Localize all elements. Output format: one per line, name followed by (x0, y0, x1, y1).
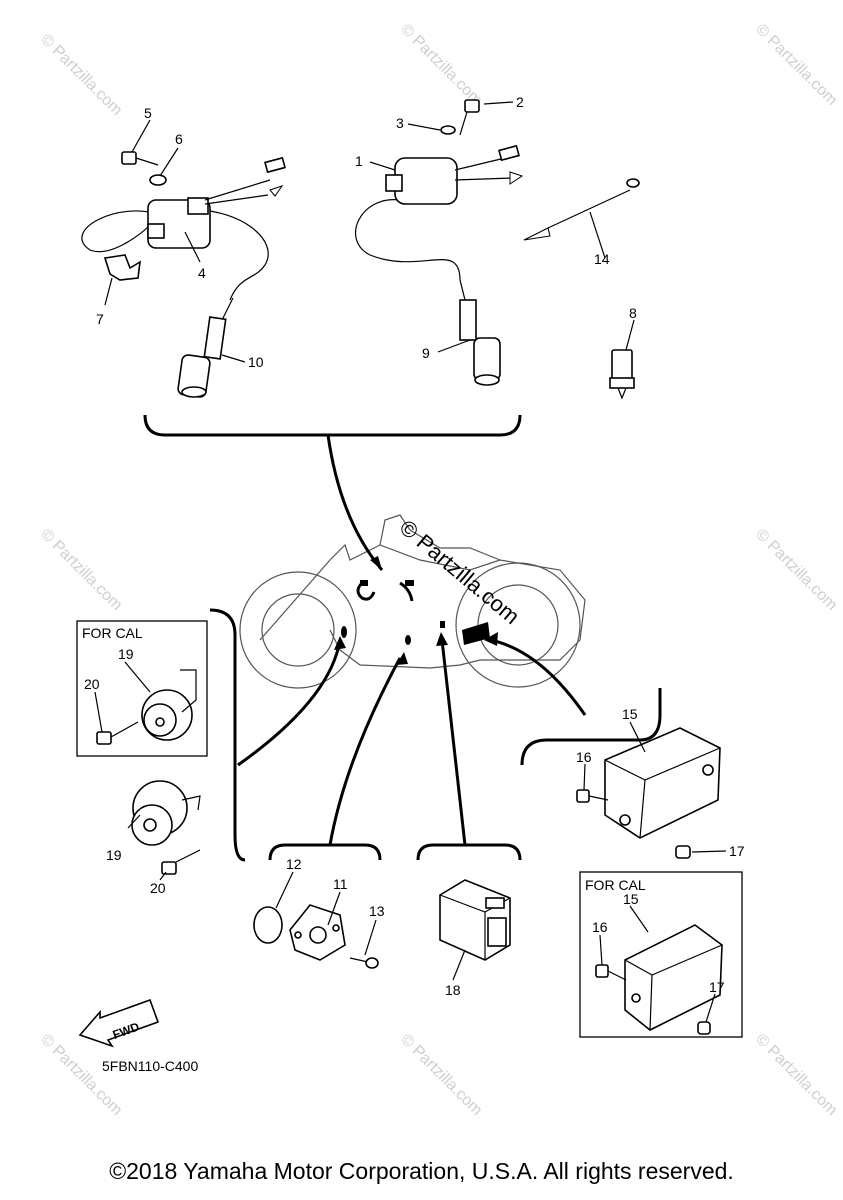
cover-leader (328, 657, 402, 846)
watermark: © Partzilla.com (397, 1031, 485, 1119)
watermark: © Partzilla.com (37, 526, 125, 614)
callout-9: 9 (422, 345, 430, 361)
part-ignition-coil-1 (354, 144, 524, 281)
callout-10: 10 (248, 354, 264, 370)
callout-3: 3 (396, 115, 404, 131)
callout-17: 17 (729, 843, 745, 859)
top-bracket (143, 414, 522, 437)
callout-5: 5 (144, 105, 152, 121)
callout-19: 19 (106, 847, 122, 863)
part-bolt-2 (459, 99, 480, 136)
part-o-ring-12 (253, 906, 283, 944)
callout-14: 14 (594, 251, 610, 267)
left-bracket (209, 608, 246, 862)
part-clip-7 (103, 254, 141, 281)
watermark: © Partzilla.com (37, 1031, 125, 1119)
part-rectifier-15-cal (624, 924, 723, 1031)
parts-diagram: © Partzilla.com © Partzilla.com © Partzi… (37, 21, 840, 1119)
part-bolt-20-cal (96, 721, 139, 745)
right-bracket (520, 688, 662, 766)
for-cal-label: FOR CAL (82, 625, 143, 641)
callout-16-cal: 16 (592, 919, 608, 935)
part-rectifier-15 (604, 727, 721, 839)
callout-6: 6 (175, 131, 183, 147)
part-washer-3 (440, 125, 456, 135)
callout-18: 18 (445, 982, 461, 998)
part-ignition-coil-4 (81, 156, 286, 301)
part-bolt-5 (121, 151, 159, 166)
part-bolt-16-cal (595, 964, 627, 981)
callout-4: 4 (198, 265, 206, 281)
part-bolt-20 (161, 849, 201, 875)
watermark: © Partzilla.com (752, 526, 840, 614)
callout-1: 1 (355, 153, 363, 169)
watermark: © Partzilla.com (37, 31, 125, 119)
callout-12: 12 (286, 856, 302, 872)
watermark: © Partzilla.com (397, 21, 485, 109)
part-horn-19-cal (141, 669, 197, 741)
part-plug-cap-10 (177, 297, 234, 398)
callout-11: 11 (333, 876, 348, 892)
for-cal-label: FOR CAL (585, 877, 646, 893)
part-cover-11 (289, 904, 346, 961)
part-horn-19 (131, 780, 201, 846)
relay-leader (440, 639, 467, 846)
part-screw-13 (349, 957, 379, 969)
callout-17-cal: 17 (709, 979, 725, 995)
part-clamp-8 (609, 349, 635, 400)
for-cal-box-rectifier (579, 871, 743, 1038)
relay-bracket (416, 843, 522, 861)
fwd-arrow-icon: FWD (78, 998, 160, 1048)
right-leader (489, 638, 587, 716)
callout-2: 2 (516, 94, 524, 110)
watermark: © Partzilla.com (752, 21, 840, 109)
part-washer-6 (149, 174, 167, 186)
watermark-center: © Partzilla.com (395, 515, 525, 629)
callouts: 1 2 3 4 5 6 7 8 9 10 11 12 13 (84, 94, 745, 1023)
top-leader (326, 434, 384, 571)
callout-19-cal: 19 (118, 646, 134, 662)
for-cal-box-horn (76, 620, 208, 757)
callout-20-cal: 20 (84, 676, 100, 692)
bike-markers (341, 580, 490, 645)
part-ground-lead-14 (523, 178, 640, 241)
part-collar-17-cal (697, 1021, 711, 1035)
copyright-notice: ©2018 Yamaha Motor Corporation, U.S.A. A… (109, 1158, 734, 1184)
part-plug-cap-9 (459, 279, 501, 386)
part-bolt-16 (576, 789, 609, 803)
callout-7: 7 (96, 311, 104, 327)
part-collar-17 (675, 845, 691, 859)
left-leader (237, 639, 342, 767)
callout-20: 20 (150, 880, 166, 896)
callout-13: 13 (369, 903, 385, 919)
cover-bracket (268, 843, 382, 861)
callout-8: 8 (629, 305, 637, 321)
callout-15: 15 (622, 706, 638, 722)
part-relay-18 (439, 879, 511, 961)
callout-15-cal: 15 (623, 891, 639, 907)
motorcycle-silhouette (239, 514, 586, 689)
watermark: © Partzilla.com (752, 1031, 840, 1119)
drawing-code: 5FBN110-C400 (102, 1058, 198, 1074)
callout-16: 16 (576, 749, 592, 765)
